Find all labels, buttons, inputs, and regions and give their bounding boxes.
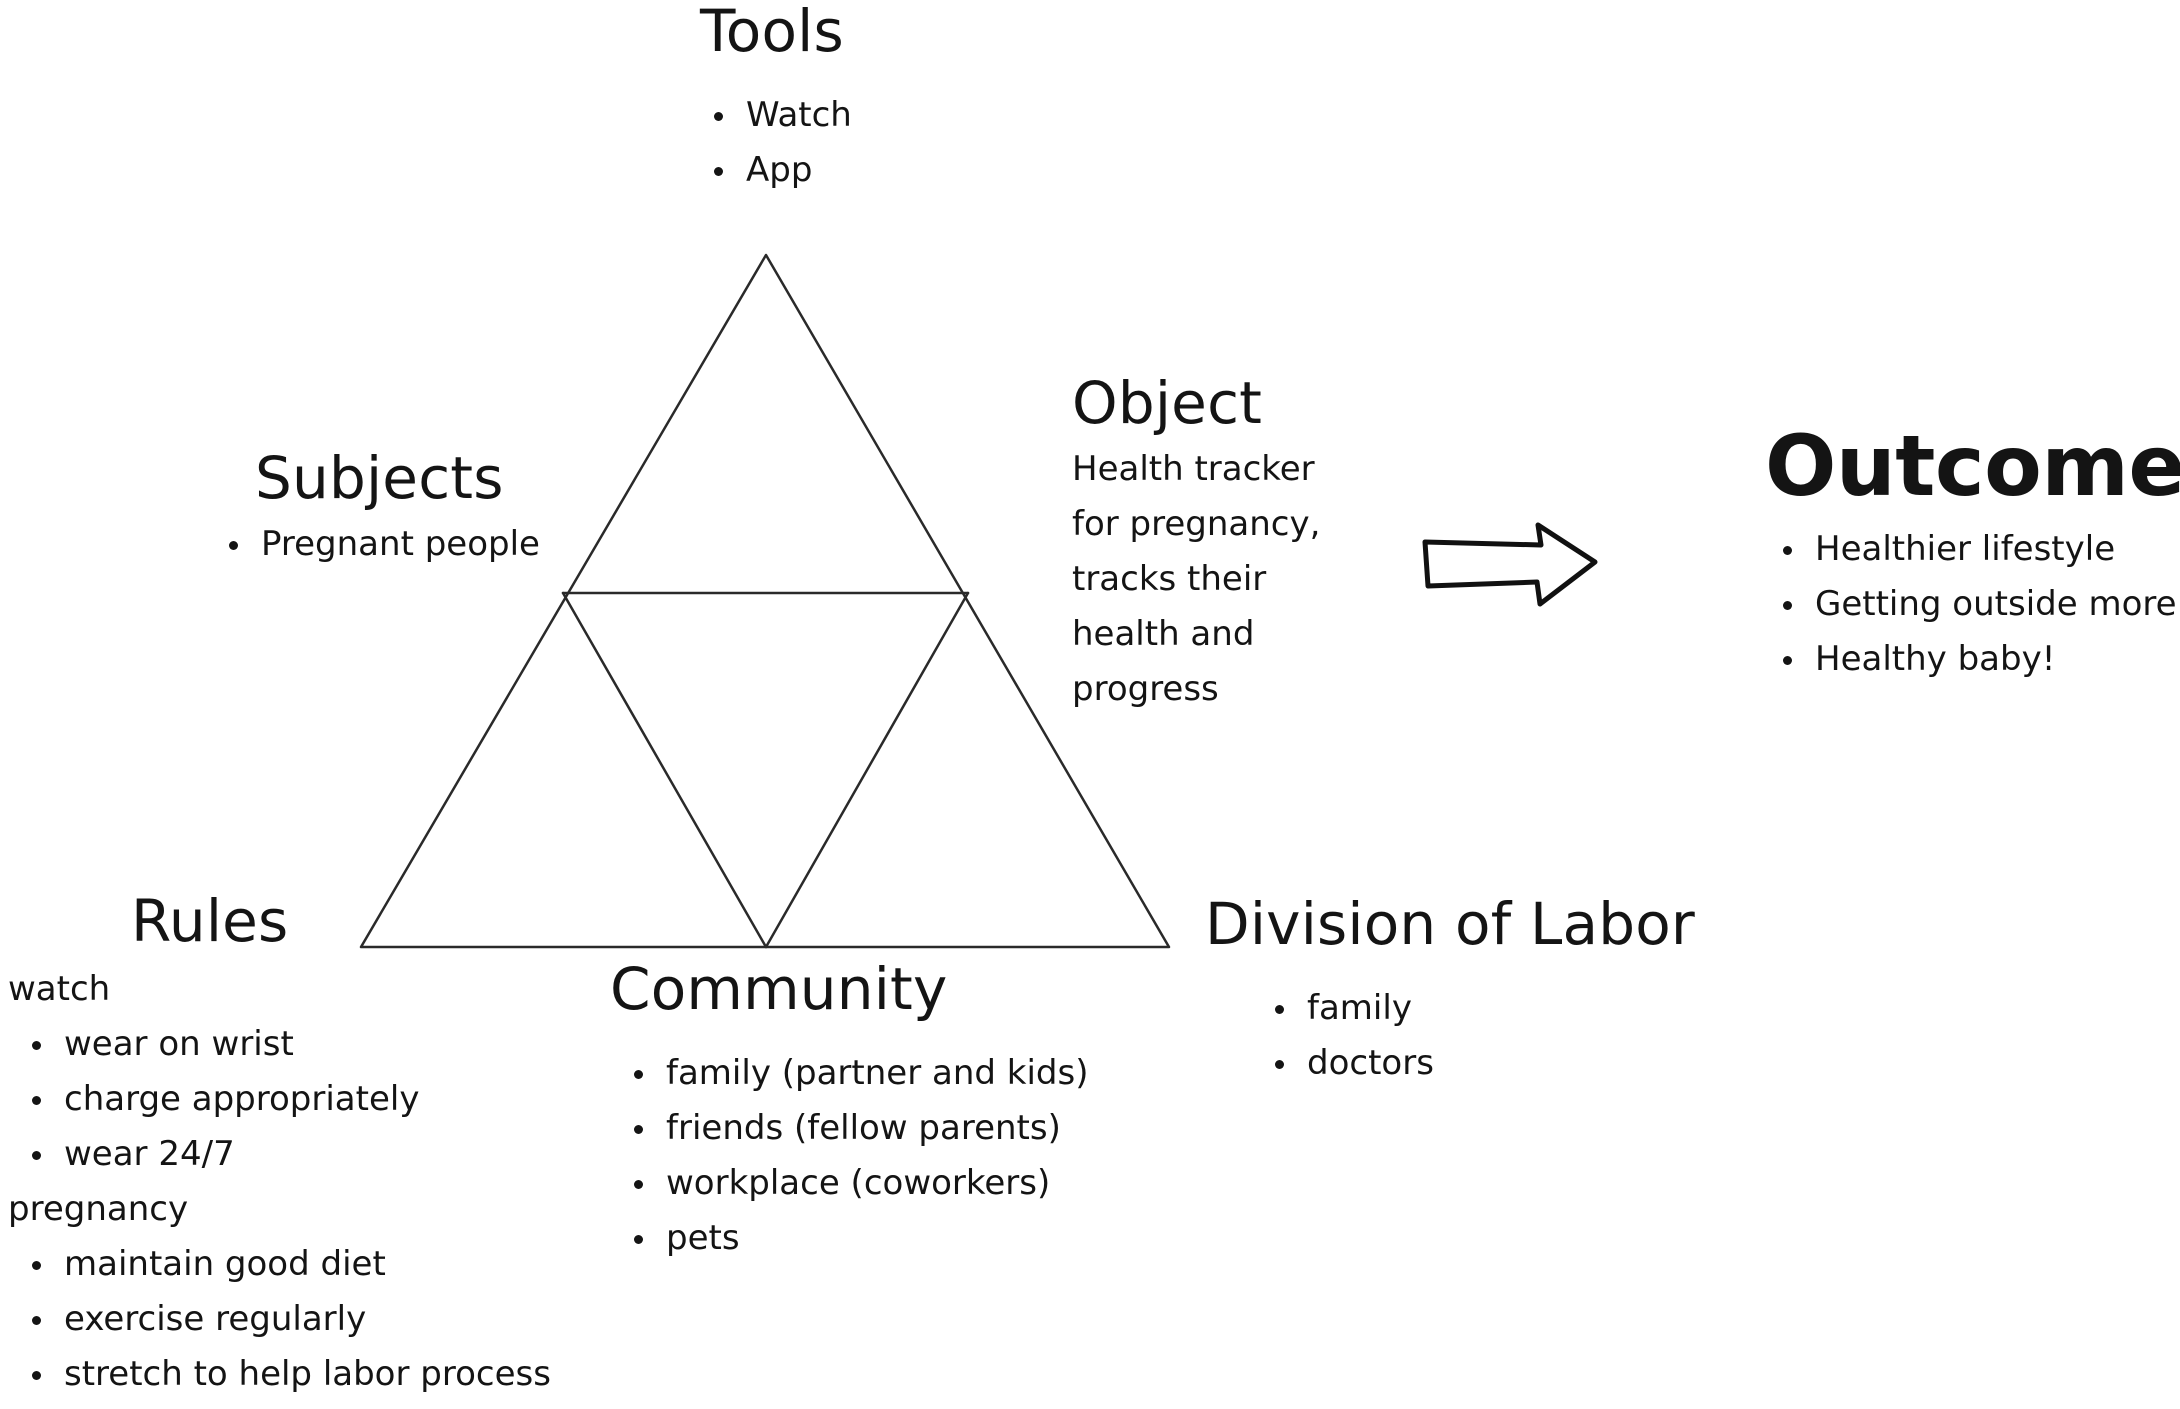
outcome-title: Outcome (1765, 417, 2180, 515)
object-line: progress (1072, 668, 1219, 709)
division-of-labor-title: Division of Labor (1205, 890, 1695, 958)
list-item: family (1271, 981, 1695, 1036)
division-of-labor-section: Division of Labor family doctors (1205, 890, 1695, 1091)
rules-section: Rules watch wear on wrist charge appropr… (8, 887, 551, 1402)
list-item: App (710, 143, 852, 198)
list-item: workplace (coworkers) (630, 1156, 1088, 1211)
community-section: Community family (partner and kids) frie… (610, 955, 1088, 1266)
object-description: Health tracker for pregnancy, tracks the… (1072, 442, 1320, 717)
outcome-list: Healthier lifestyle Getting outside more… (1779, 522, 2180, 687)
object-title: Object (1072, 369, 1263, 437)
rules-title: Rules (131, 887, 289, 955)
list-item: exercise regularly (28, 1292, 551, 1347)
list-item: wear 24/7 (28, 1127, 551, 1182)
rules-group-label-watch: watch (8, 968, 111, 1009)
list-item: Healthier lifestyle (1779, 522, 2180, 577)
outer-triangle (359, 253, 1171, 949)
tools-list: Watch App (710, 88, 852, 198)
list-item: friends (fellow parents) (630, 1101, 1088, 1156)
list-item: wear on wrist (28, 1017, 551, 1072)
list-item: Getting outside more (1779, 577, 2180, 632)
right-arrow-icon (1422, 522, 1598, 607)
list-item: pets (630, 1211, 1088, 1266)
list-item: Watch (710, 88, 852, 143)
list-item: Healthy baby! (1779, 632, 2180, 687)
community-title: Community (610, 955, 948, 1023)
list-item: stretch to help labor process (28, 1347, 551, 1402)
tools-title: Tools (700, 0, 844, 65)
rules-group-label-pregnancy: pregnancy (8, 1188, 189, 1229)
object-section: Object Health tracker for pregnancy, tra… (1072, 369, 1320, 717)
rules-watch-list: wear on wrist charge appropriately wear … (28, 1017, 551, 1182)
object-line: health and (1072, 613, 1255, 654)
rules-pregnancy-list: maintain good diet exercise regularly st… (28, 1237, 551, 1402)
object-line: for pregnancy, (1072, 503, 1321, 544)
list-item: Pregnant people (225, 517, 540, 572)
outcome-section: Outcome Healthier lifestyle Getting outs… (1765, 420, 2180, 687)
list-item: charge appropriately (28, 1072, 551, 1127)
list-item: family (partner and kids) (630, 1046, 1088, 1101)
community-list: family (partner and kids) friends (fello… (630, 1046, 1088, 1266)
subjects-section: Subjects Pregnant people (225, 444, 540, 572)
tools-section: Tools Watch App (700, 0, 852, 198)
subjects-title: Subjects (255, 444, 504, 512)
division-of-labor-list: family doctors (1271, 981, 1695, 1091)
object-line: Health tracker (1072, 448, 1315, 489)
inner-line-left (561, 591, 768, 949)
inner-line-right (764, 591, 970, 949)
object-line: tracks their (1072, 558, 1267, 599)
list-item: doctors (1271, 1036, 1695, 1091)
subjects-list: Pregnant people (225, 517, 540, 572)
list-item: maintain good diet (28, 1237, 551, 1292)
